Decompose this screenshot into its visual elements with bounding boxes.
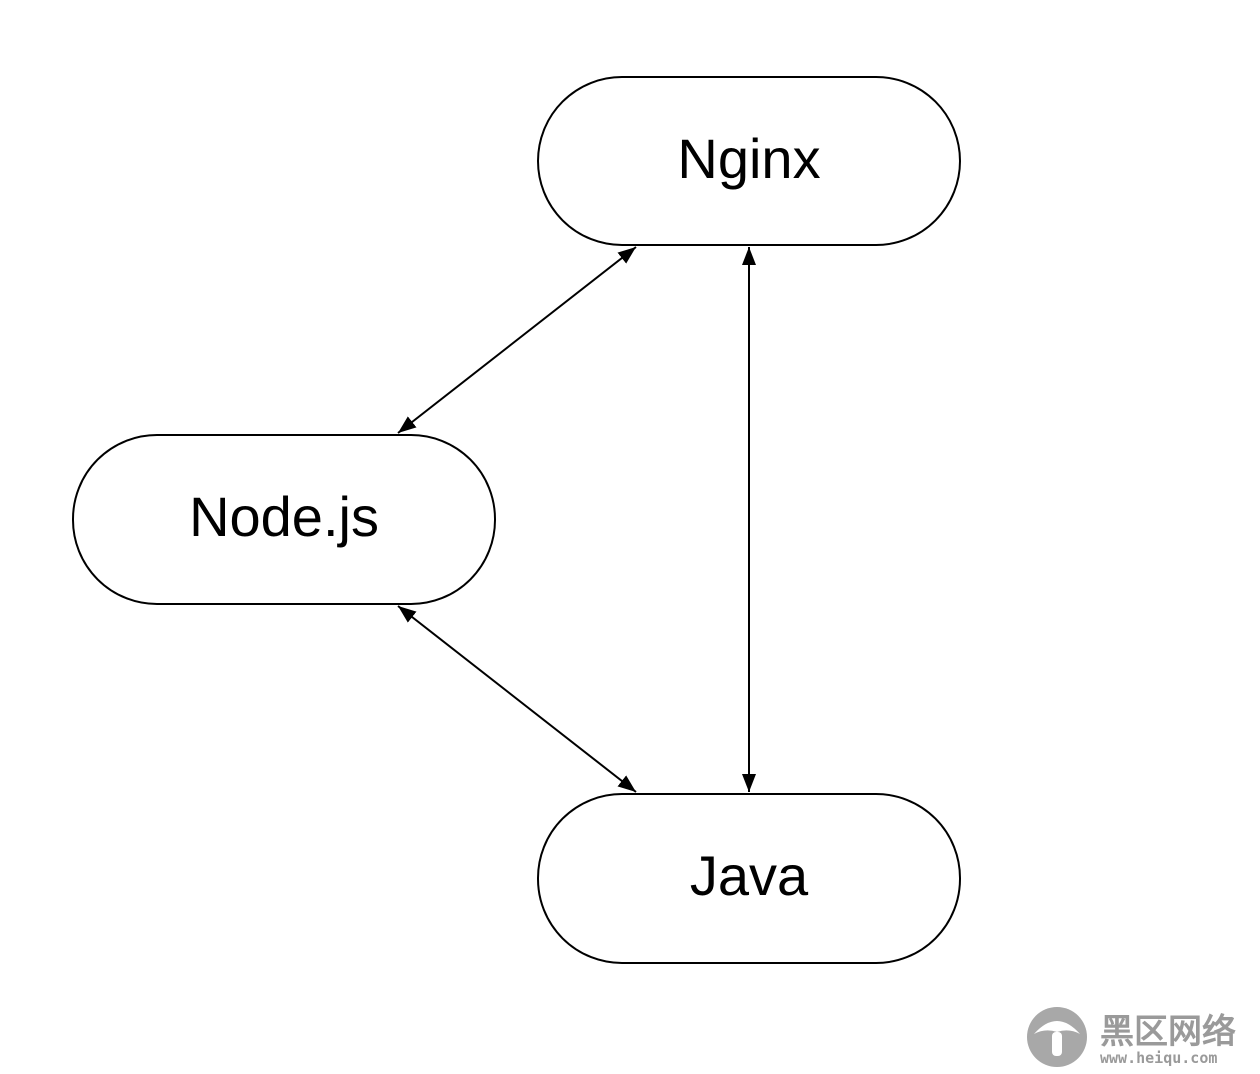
node-nodejs-shape	[72, 434, 496, 605]
node-nginx-label: Nginx	[677, 127, 820, 190]
watermark-url: www.heiqu.com	[1100, 1049, 1217, 1067]
node-nginx: Nginx	[537, 76, 961, 246]
watermark-title: 黑区网络	[1100, 1012, 1236, 1052]
node-nodejs: Node.js	[72, 434, 496, 605]
watermark: 黑区网络 www.heiqu.com	[1027, 1007, 1236, 1067]
node-java: Java	[537, 793, 961, 964]
node-nodejs-label: Node.js	[189, 485, 379, 548]
edge-nodejs-java	[397, 605, 637, 793]
node-java-shape	[537, 793, 961, 964]
edge-nodejs-nginx	[397, 246, 637, 434]
mushroom-logo-icon	[1027, 1007, 1087, 1067]
node-nginx-shape	[537, 76, 961, 246]
node-java-label: Java	[690, 844, 809, 907]
